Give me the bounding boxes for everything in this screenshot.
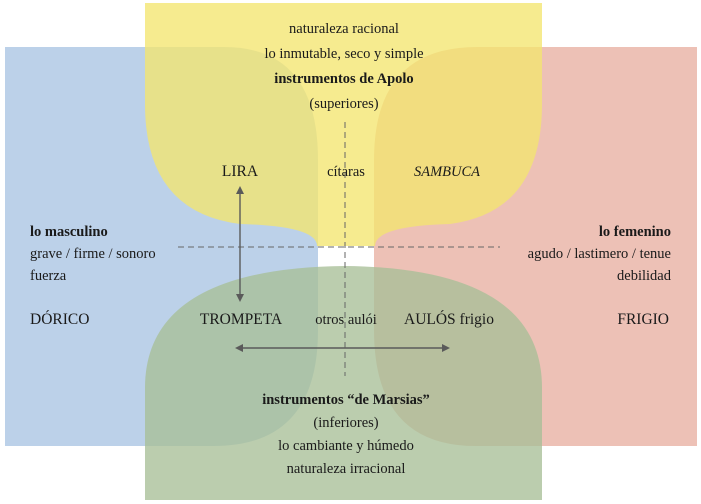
bottom-line-naturaleza-irracional: naturaleza irracional <box>286 461 406 477</box>
bottom-line-inferiores: (inferiores) <box>313 415 379 431</box>
label-citaras: cítaras <box>327 164 365 180</box>
yellow-region-apolo <box>145 3 542 246</box>
right-title-femenino: lo femenino <box>598 224 671 240</box>
top-line-naturaleza-racional: naturaleza racional <box>289 21 399 37</box>
label-otros-auloi: otros aulói <box>315 312 377 328</box>
top-line-instrumentos-apolo: instrumentos de Apolo <box>274 71 414 87</box>
top-line-superiores: (superiores) <box>309 96 379 112</box>
bottom-line-instrumentos-marsias: instrumentos “de Marsias” <box>262 392 430 408</box>
label-aulos-frigio: AULÓS frigio <box>404 311 494 328</box>
label-sambuca: SAMBUCA <box>413 164 481 180</box>
right-line-agudo: agudo / lastimero / tenue <box>527 246 671 262</box>
left-line-grave: grave / firme / sonoro <box>30 246 156 262</box>
label-lira: LIRA <box>221 163 259 180</box>
green-region-marsias <box>145 266 542 500</box>
left-title-masculino: lo masculino <box>30 224 108 240</box>
label-dorico: DÓRICO <box>30 311 90 328</box>
bottom-line-cambiante: lo cambiante y húmedo <box>278 438 414 454</box>
label-trompeta: TROMPETA <box>199 311 283 328</box>
right-line-debilidad: debilidad <box>617 268 671 284</box>
left-line-fuerza: fuerza <box>30 268 67 284</box>
top-line-inmutable: lo inmutable, seco y simple <box>264 46 424 62</box>
label-frigio: FRIGIO <box>617 311 669 328</box>
